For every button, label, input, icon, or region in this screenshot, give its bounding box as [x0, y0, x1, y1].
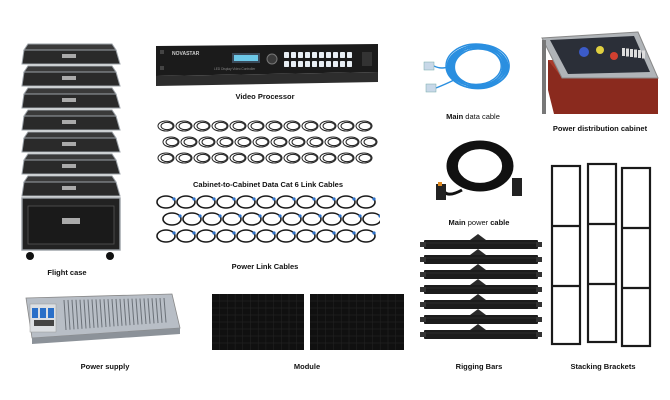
stacking-brackets-image	[548, 160, 658, 354]
video-processor-label: Video Processor	[235, 92, 295, 101]
power-supply-label: Power supply	[80, 362, 130, 371]
cat6-cables-label: Cabinet-to-Cabinet Data Cat 6 Link Cable…	[192, 180, 344, 189]
power-link-cables-label: Power Link Cables	[231, 262, 299, 271]
main-data-cable-image	[420, 36, 520, 106]
main-power-cable-label: Main power cable	[448, 218, 510, 227]
flight-case-image	[18, 40, 124, 262]
rigging-bars-image	[418, 234, 544, 352]
video-processor-image: NOVASTAR LED Display Video Controller	[154, 42, 380, 88]
main-power-cable-image	[434, 130, 524, 210]
power-distribution-image	[540, 30, 662, 120]
cat6-cables-image	[154, 116, 380, 174]
flight-case-label: Flight case	[47, 268, 87, 277]
power-distribution-label: Power distribution cabinet	[552, 124, 648, 133]
power-supply-image	[22, 290, 182, 346]
stacking-brackets-label: Stacking Brackets	[570, 362, 636, 371]
power-link-cables-image	[154, 192, 380, 250]
processor-model: LED Display Video Controller	[214, 67, 256, 71]
rigging-bars-label: Rigging Bars	[455, 362, 503, 371]
module-image	[210, 292, 406, 352]
processor-brand: NOVASTAR	[172, 51, 200, 57]
module-label: Module	[293, 362, 321, 371]
main-data-cable-label: Main data cable	[446, 112, 500, 121]
